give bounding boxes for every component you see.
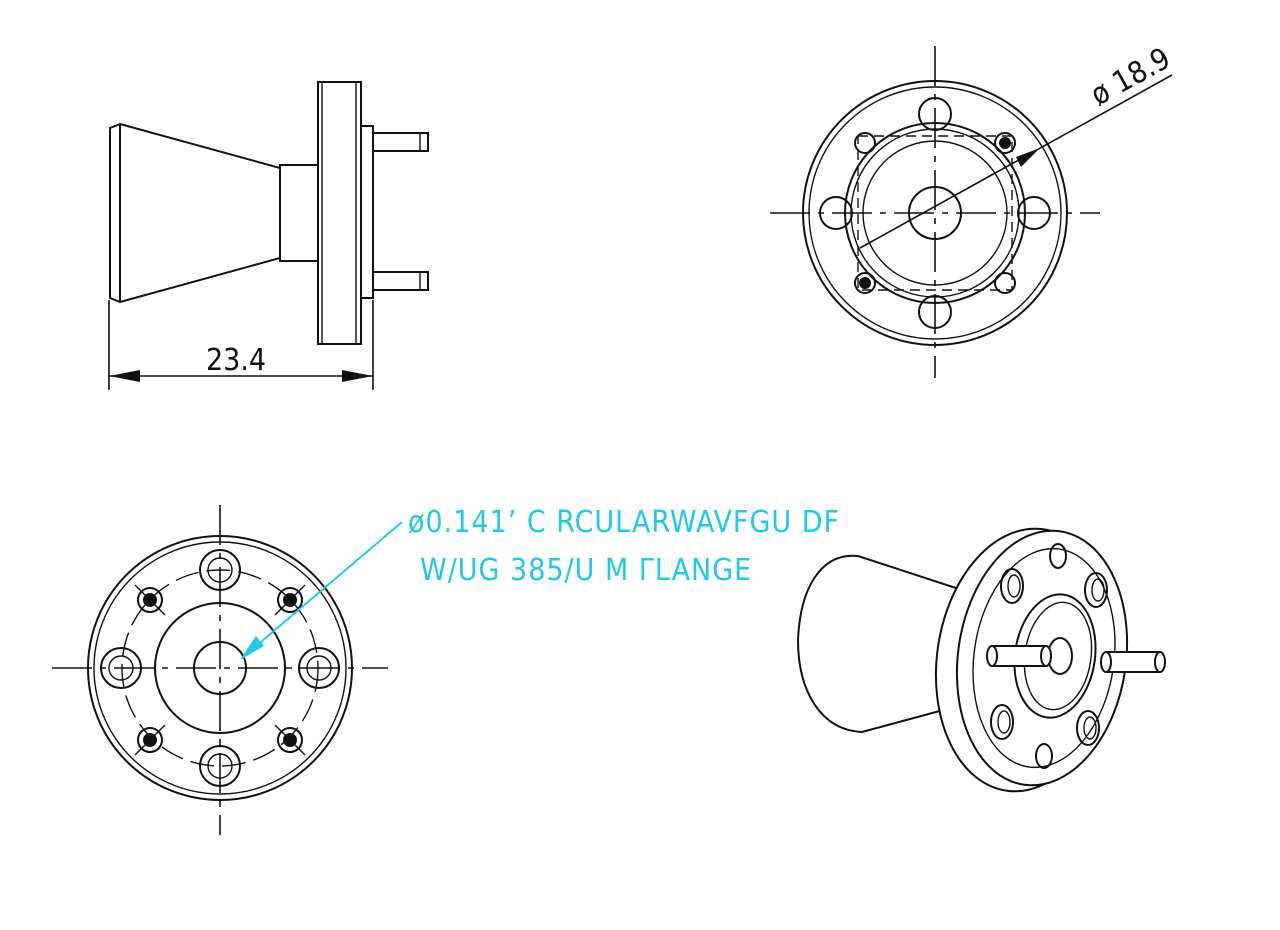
rear-pin-hole-tr (277, 587, 303, 613)
iso-horn (796, 554, 963, 734)
iso-pin-left (986, 645, 1052, 667)
side-flange (317, 81, 362, 345)
iso-hole-upper-left (1000, 568, 1024, 604)
rear-view (52, 505, 388, 835)
front-pin-hole-br (994, 272, 1016, 294)
dimension-length: 23.4 (108, 300, 374, 390)
front-pin-hole-tl (854, 132, 876, 154)
rear-pin-hole-bl (137, 727, 163, 753)
annotation-line-2: W/UG 385/U M ΓLANGE (420, 553, 752, 588)
front-pin-hole-bl (854, 272, 876, 294)
iso-hole-lower-right (1076, 710, 1100, 746)
side-rear-boss (360, 125, 374, 299)
annotation-leader (241, 521, 403, 659)
side-horn-cone (109, 122, 281, 304)
annotation-line-1: ø0.141’ C RCULARWAVFGU DF (408, 505, 840, 540)
isometric-view (796, 527, 1166, 793)
front-pin-hole-tr (994, 132, 1016, 154)
rear-pin-hole-br (277, 727, 303, 753)
side-view: 23.4 (108, 81, 429, 390)
iso-hole-lower-left (990, 704, 1014, 740)
iso-pin-right (1100, 651, 1166, 673)
side-pin-top (372, 132, 429, 152)
iso-hole-bottom (1035, 743, 1053, 769)
rear-pin-hole-tl (137, 587, 163, 613)
iso-hole-upper-right (1084, 572, 1108, 608)
side-pin-bottom (372, 271, 429, 291)
dimension-length-label: 23.4 (206, 343, 266, 378)
iso-hole-top (1049, 543, 1067, 569)
waveguide-annotation: ø0.141’ C RCULARWAVFGU DF W/UG 385/U M Γ… (240, 505, 840, 660)
front-view: ø 18.9 (770, 41, 1176, 378)
dimension-diameter-label: ø 18.9 (1085, 41, 1176, 113)
side-neck (279, 164, 319, 262)
